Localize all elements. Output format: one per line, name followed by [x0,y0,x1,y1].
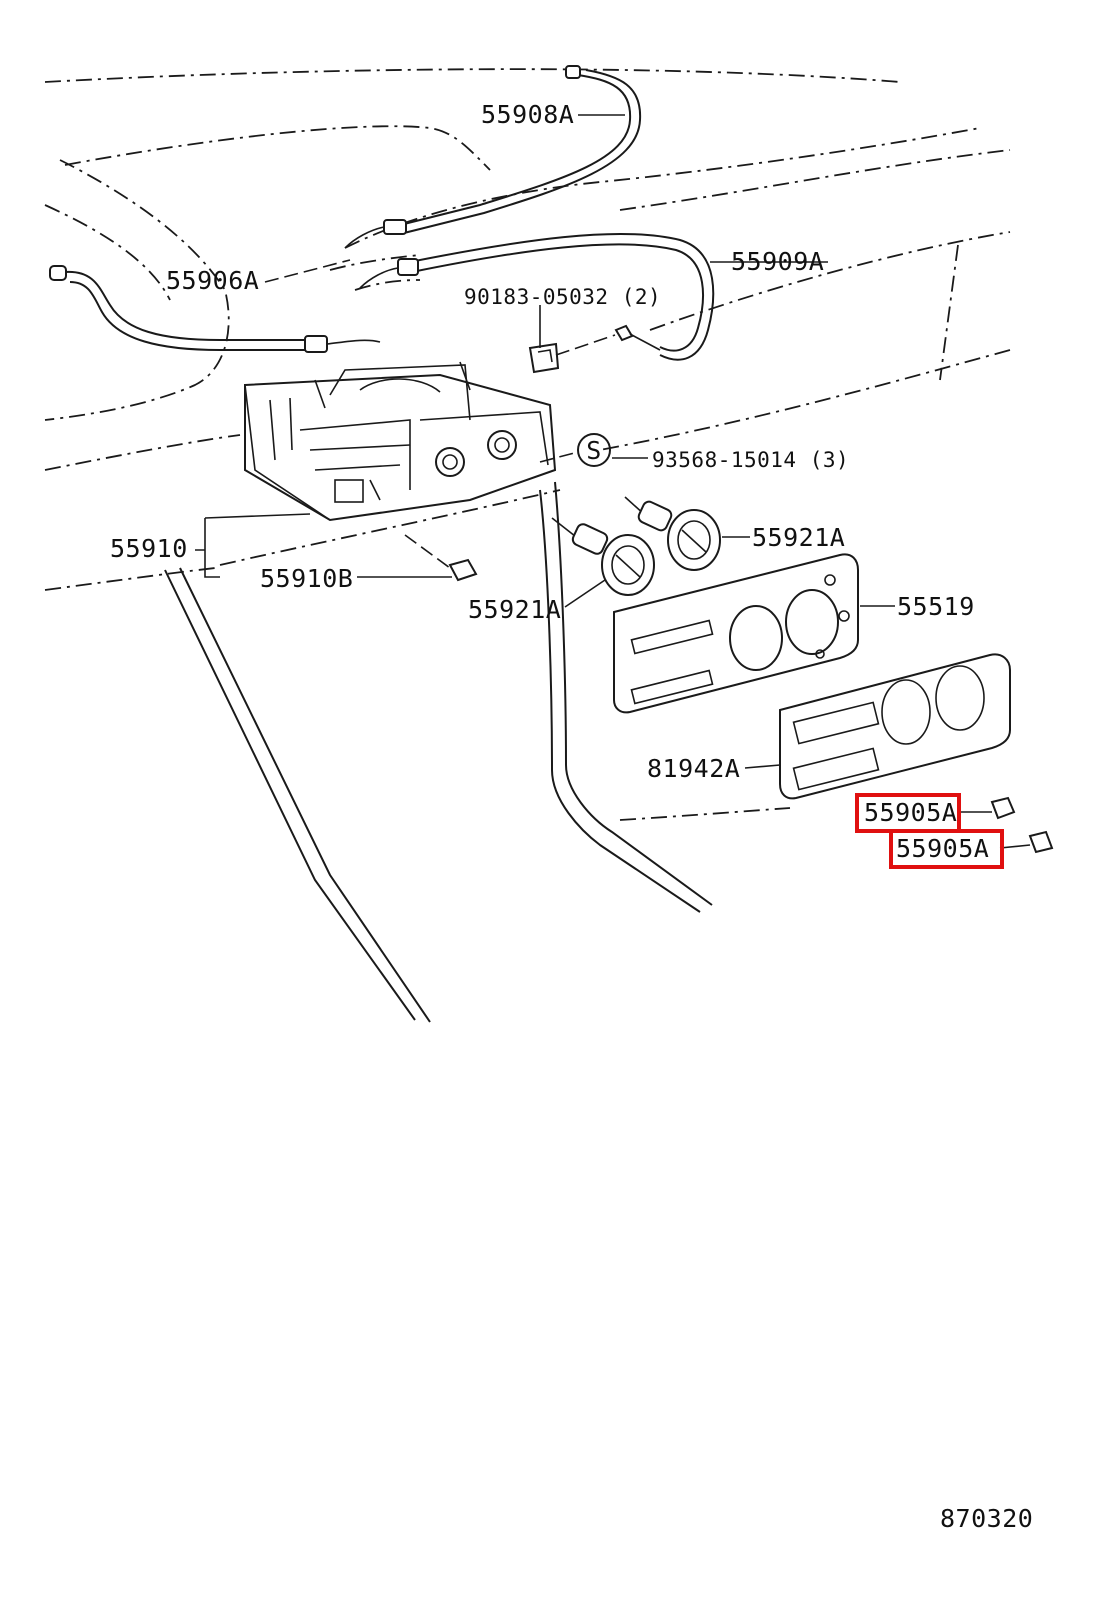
leader-lines [195,114,1031,849]
clip-90183 [528,342,560,374]
callout-55921a-lower: 55921A [468,595,561,624]
callout-55910: 55910 [110,534,188,563]
callout-55910b: 55910B [260,564,353,593]
cable-55909a [359,232,715,361]
callout-90183-05032: 90183-05032 (2) [464,285,661,309]
callout-labels: 55908A 55909A 55906A 90183-05032 (2) 935… [110,100,989,863]
cable-55908a [344,65,642,249]
callout-55921a-upper: 55921A [752,523,845,552]
knob-55921a-upper [624,496,721,571]
figure-number: 870320 [940,1504,1033,1533]
callout-55909a: 55909A [731,247,824,276]
cable-55906a [49,265,381,353]
console-edge-lines [164,481,713,1023]
bezel-81942a [779,653,1011,800]
cable-end-cap [565,65,581,79]
dashboard-outline [44,68,1011,821]
cap-55905a-lower [1028,830,1054,854]
cap-55905a-upper [990,796,1016,820]
cable-end-cap [49,265,67,281]
callout-55519: 55519 [897,592,975,621]
highlight-box-55905a-lower [889,829,1004,869]
callout-55908a: 55908A [481,100,574,129]
screw-symbol: S [577,433,611,467]
knob-55921a-lower [551,517,655,596]
callout-55905a-lower[interactable]: 55905A [896,834,989,863]
cable-sleeve [383,219,407,235]
heater-control-base [244,361,557,522]
highlight-boxes [855,793,1004,869]
callout-81942a: 81942A [647,754,740,783]
cable-sleeve [304,335,328,353]
callout-55906a: 55906A [166,266,259,295]
bulb-55910b [404,534,478,582]
control-panel-55519 [613,553,859,714]
callout-55905a-upper[interactable]: 55905A [864,798,957,827]
cable-sleeve [397,258,419,276]
screw-symbol-letter: S [586,436,602,465]
cable-clip [614,324,634,342]
callout-93568-15014: 93568-15014 (3) [652,448,849,472]
